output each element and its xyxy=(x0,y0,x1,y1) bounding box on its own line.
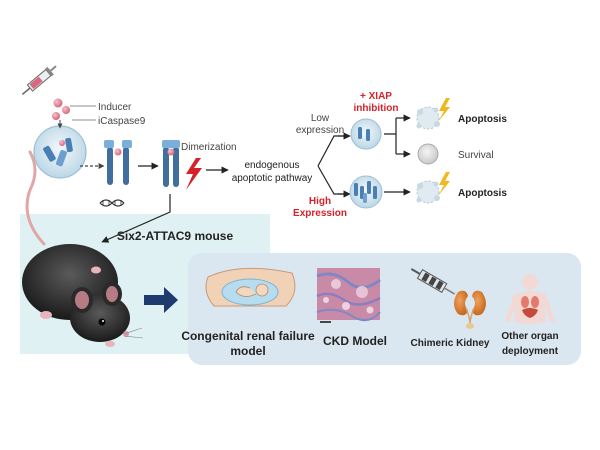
apoptosis-bottom-label: Apoptosis xyxy=(458,188,507,199)
congenital-label-line2: model xyxy=(230,344,265,358)
survival-label: Survival xyxy=(458,150,494,161)
protein-to-mouse-arrow xyxy=(101,194,171,243)
mouse-to-applications-arrow xyxy=(144,287,178,313)
mouse-icon xyxy=(22,150,144,347)
tissue-icon xyxy=(316,268,381,323)
congenital-label-line1: Congenital renal failure xyxy=(181,329,315,343)
lightning-icon xyxy=(186,158,202,190)
xiap-label-line1: + XIAP xyxy=(360,91,392,102)
apoptosis-top-label: Apoptosis xyxy=(458,114,507,125)
high-expression-cell-icon xyxy=(349,175,383,209)
inducer-molecules xyxy=(52,98,70,120)
apoptotic-cell-bottom-icon xyxy=(416,172,450,204)
low-expression-cell-icon xyxy=(350,118,382,150)
low-expression-line1: Low xyxy=(311,113,330,124)
syringe-icon xyxy=(21,65,57,96)
xiap-label-line2: inhibition xyxy=(354,103,399,114)
cell-icon xyxy=(33,125,87,179)
apoptotic-cell-top-icon xyxy=(416,98,450,130)
mouse-title: Six2-ATTAC9 mouse xyxy=(117,229,234,243)
pathway-label-line2: apoptotic pathway xyxy=(232,173,313,184)
low-outcome-lines xyxy=(384,118,397,154)
high-expression-line1: High xyxy=(309,196,331,207)
dimerization-label: Dimerization xyxy=(181,142,237,153)
other-organ-label-line1: Other organ xyxy=(501,331,558,342)
high-expression-line2: Expression xyxy=(293,208,347,219)
survival-cell-icon xyxy=(417,143,439,165)
inducer-label: Inducer xyxy=(98,102,132,113)
embryo-icon xyxy=(205,267,296,307)
injector-icon xyxy=(410,268,456,295)
branch-lines xyxy=(317,135,348,195)
low-expression-line2: expression xyxy=(296,125,344,136)
other-organ-label-line2: deployment xyxy=(502,346,559,357)
dna-icon xyxy=(99,199,125,207)
icaspase9-monomers xyxy=(104,140,132,185)
ckd-label: CKD Model xyxy=(323,334,387,348)
icaspase9-dimer xyxy=(162,140,180,187)
kidney-icon xyxy=(454,290,486,329)
chimeric-label: Chimeric Kidney xyxy=(411,338,490,349)
icaspase9-label: iCaspase9 xyxy=(98,116,146,127)
body-icon xyxy=(505,274,555,324)
pathway-label-line1: endogenous xyxy=(244,160,299,171)
